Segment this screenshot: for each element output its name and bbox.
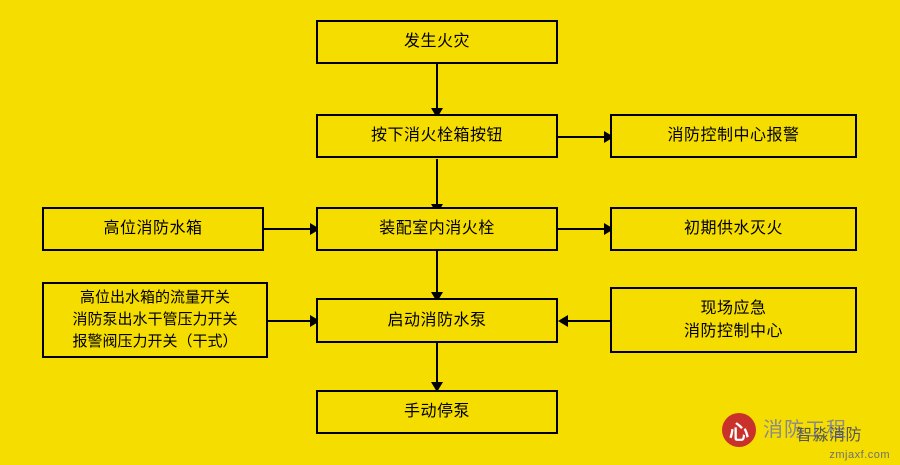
node-on-site-emergency-label: 现场应急 消防控制中心 [683,299,783,340]
arrowhead-fire-to-button [431,108,443,118]
edge-button-to-center [558,136,610,138]
watermark-title: 消防工程 [763,418,847,441]
arrowhead-button-to-center [604,131,614,143]
watermark-logo-icon: 心 [722,413,756,447]
edge-tank-to-hydrant [264,228,316,230]
arrowhead-hydrant-to-initial [604,223,614,235]
node-start-fire-pump-label: 启动消防水泵 [387,311,487,329]
node-press-hydrant-button[interactable]: 按下消火栓箱按钮 [316,114,558,158]
arrowhead-pump-to-stop [431,382,443,392]
node-fire-control-center-alarm[interactable]: 消防控制中心报警 [610,114,857,158]
watermark: 心 消防工程 [722,401,890,459]
node-fire-label: 发生火灾 [403,33,470,51]
edge-hydrant-to-initial [558,228,610,230]
node-start-fire-pump[interactable]: 启动消防水泵 [316,298,558,343]
edge-hydrant-to-pump [436,251,438,298]
edge-pump-to-stop [436,343,438,388]
watermark-text: 消防工程 [763,419,847,442]
node-indoor-hydrant-label: 装配室内消火栓 [379,220,495,238]
node-high-level-water-tank[interactable]: 高位消防水箱 [42,207,264,251]
node-high-level-water-tank-label: 高位消防水箱 [103,220,203,238]
node-press-hydrant-button-label: 按下消火栓箱按钮 [370,127,503,145]
watermark-logo-glyph: 心 [729,421,749,444]
watermark-subtitle: 智淼消防 [796,427,863,444]
edge-emergency-to-pump [560,320,610,322]
edge-button-to-hydrant [436,159,438,208]
node-indoor-hydrant[interactable]: 装配室内消火栓 [316,207,558,251]
node-fire-control-center-alarm-label: 消防控制中心报警 [667,127,800,145]
arrowhead-tank-to-hydrant [310,223,320,235]
node-switch-signals-label: 高位出水箱的流量开关 消防泵出水干管压力开关 报警阀压力开关（干式） [72,289,238,350]
arrowhead-emergency-to-pump [558,315,568,327]
edge-fire-to-button [436,63,438,112]
node-fire[interactable]: 发生火灾 [316,20,558,64]
node-initial-water-supply-label: 初期供水灭火 [683,220,783,238]
node-on-site-emergency[interactable]: 现场应急 消防控制中心 [610,287,857,353]
edge-switches-to-pump [268,320,316,322]
node-manual-stop-pump-label: 手动停泵 [403,403,470,421]
node-switch-signals[interactable]: 高位出水箱的流量开关 消防泵出水干管压力开关 报警阀压力开关（干式） [42,282,268,358]
arrowhead-switches-to-pump [310,315,320,327]
node-initial-water-supply[interactable]: 初期供水灭火 [610,207,857,251]
arrowhead-hydrant-to-pump [431,292,443,302]
watermark-url: zmjaxf.com [829,449,890,461]
node-manual-stop-pump[interactable]: 手动停泵 [316,390,558,434]
